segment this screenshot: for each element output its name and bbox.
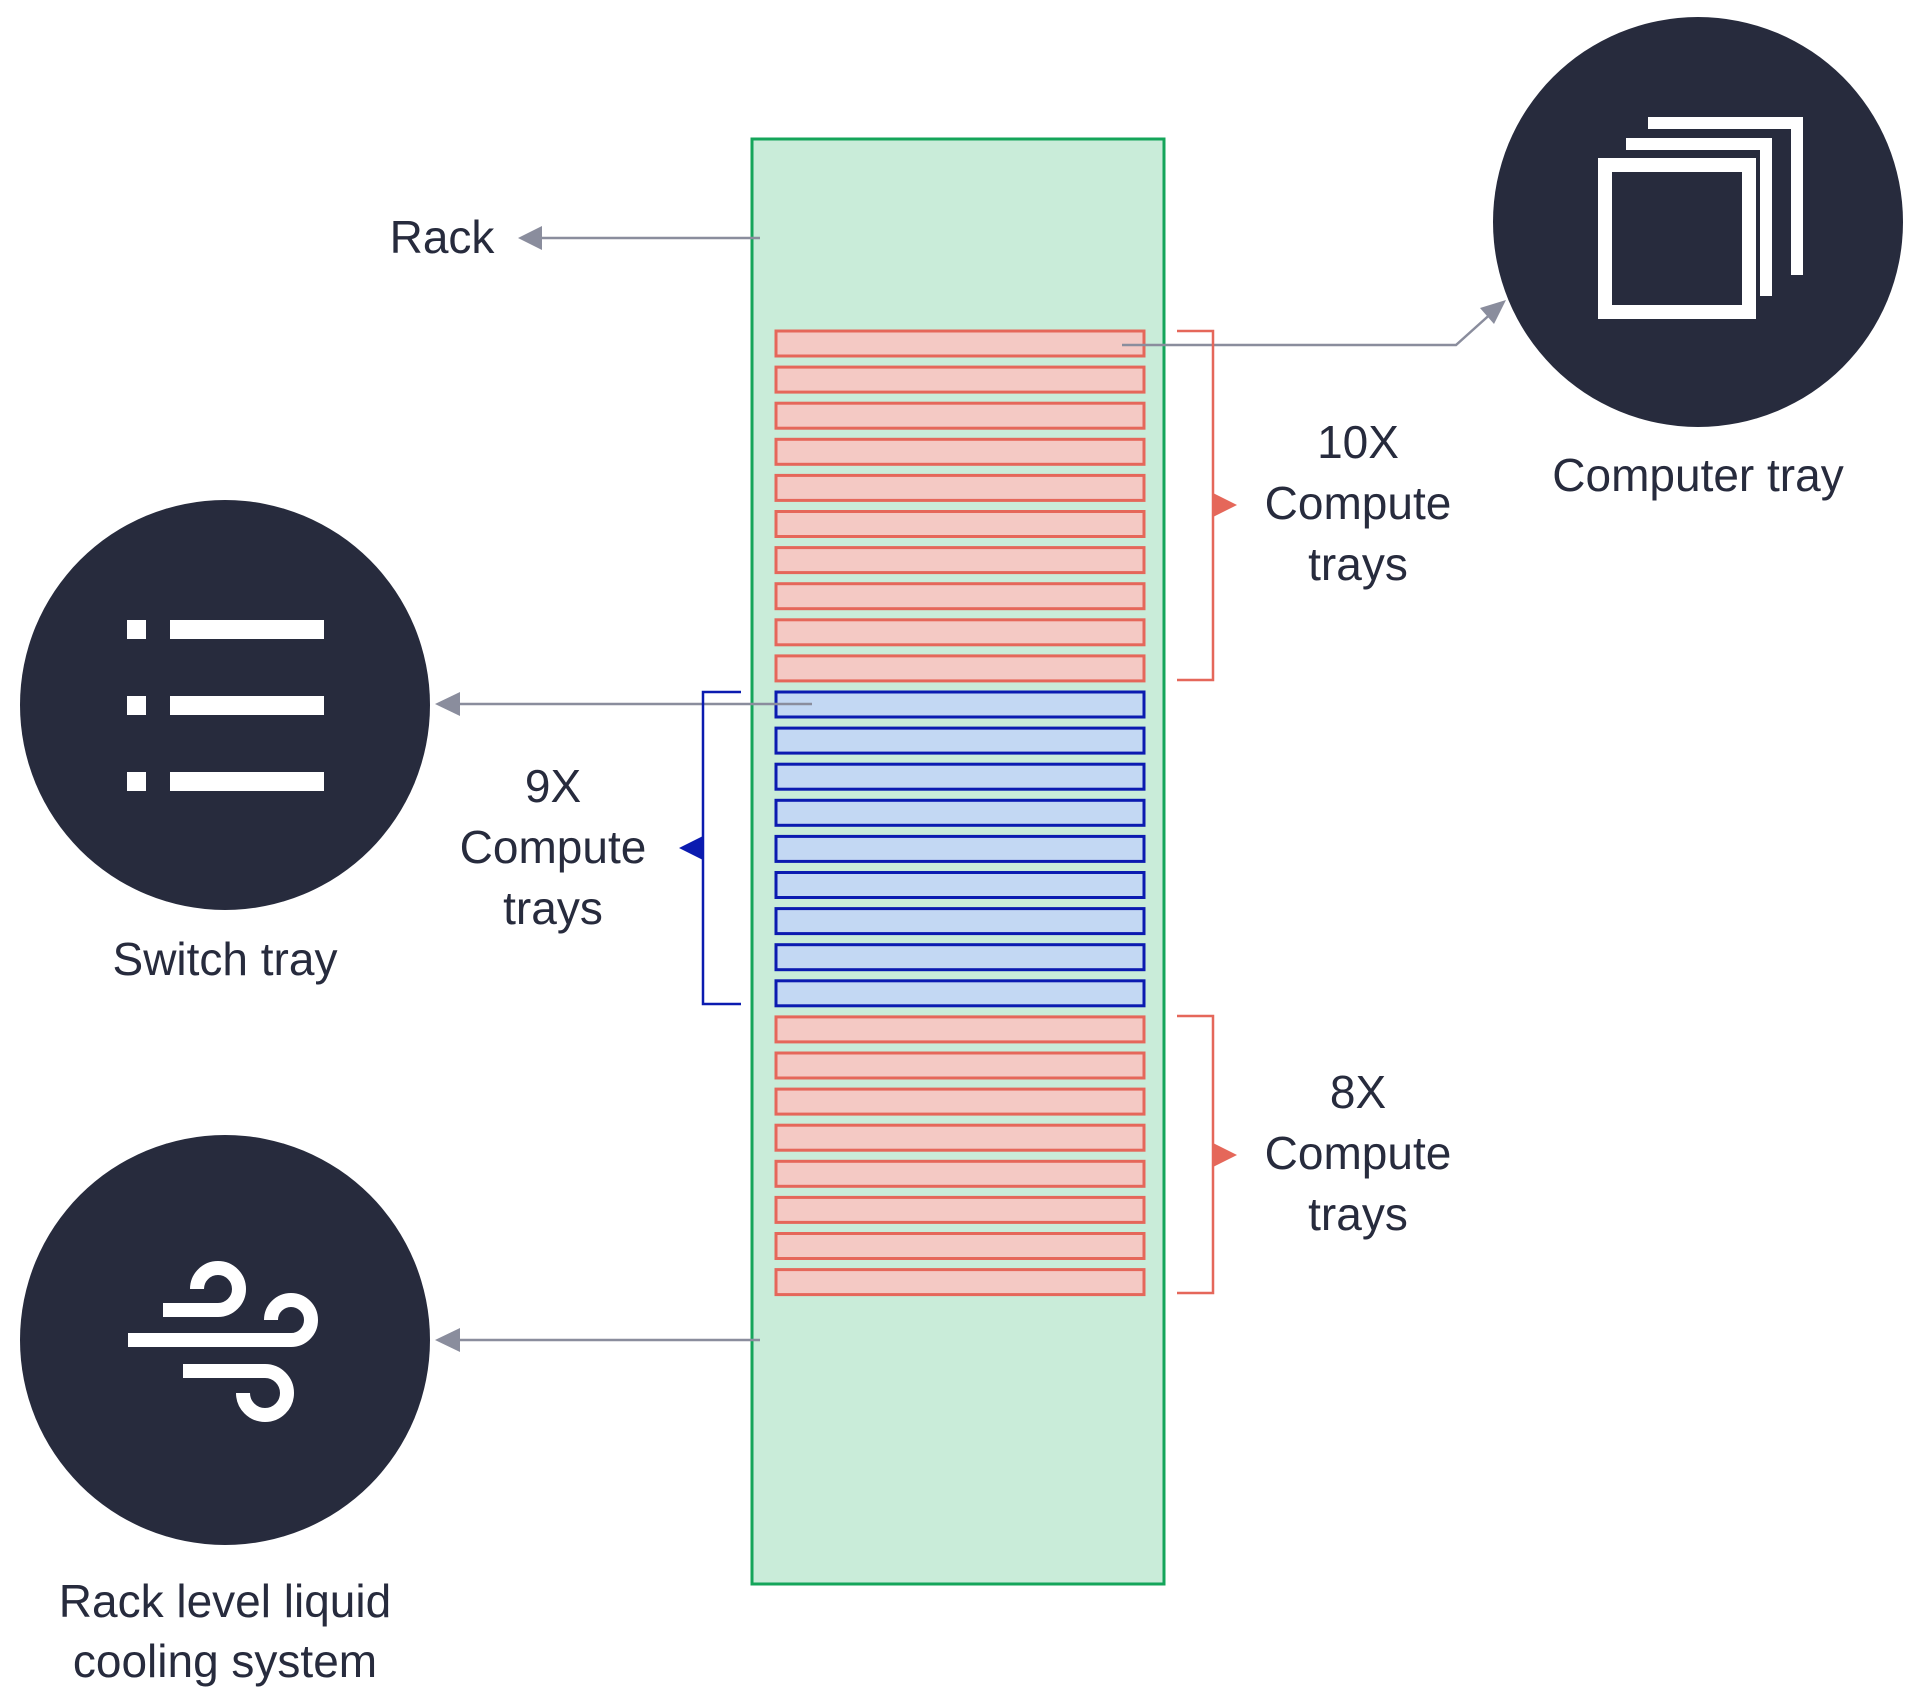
stacked-squares-icon <box>1598 117 1803 319</box>
compute-tray <box>774 546 1146 575</box>
switch-bracket <box>679 690 741 1006</box>
computer-tray-arrowhead <box>1480 300 1506 324</box>
tray-stack <box>774 329 1146 1297</box>
top-compute-count: 10X <box>1317 416 1399 468</box>
compute-tray <box>774 510 1146 538</box>
cooling-node <box>20 1135 430 1545</box>
list-icon <box>127 620 324 791</box>
rack-label: Rack <box>390 211 496 263</box>
bottom-compute-trays: trays <box>1308 1188 1408 1240</box>
switch-tray <box>774 943 1146 972</box>
compute-tray <box>774 473 1146 502</box>
compute-tray <box>774 365 1146 394</box>
switch-group-label: Compute <box>460 821 647 873</box>
switch-tray <box>774 871 1146 899</box>
compute-tray <box>774 582 1146 611</box>
compute-tray <box>774 1159 1146 1188</box>
compute-tray <box>774 1195 1146 1224</box>
computer-tray-label: Computer tray <box>1552 449 1843 501</box>
switch-count: 9X <box>525 760 581 812</box>
switch-tray <box>774 798 1146 827</box>
compute-tray <box>774 1268 1146 1297</box>
switch-tray-arrowhead <box>435 692 460 716</box>
bottom-compute-count: 8X <box>1330 1066 1386 1118</box>
compute-tray <box>774 654 1146 683</box>
switch-tray <box>774 834 1146 863</box>
bottom-compute-bracket <box>1177 1014 1237 1295</box>
compute-tray <box>774 618 1146 647</box>
compute-tray <box>774 1123 1146 1152</box>
switch-tray <box>774 690 1146 719</box>
cooling-label-line1: Rack level liquid <box>59 1575 391 1627</box>
switch-tray-label: Switch tray <box>113 933 338 985</box>
cooling-label-line2: cooling system <box>73 1635 377 1687</box>
top-compute-trays: trays <box>1308 538 1408 590</box>
switch-tray <box>774 907 1146 936</box>
switch-tray <box>774 726 1146 755</box>
compute-tray <box>774 1087 1146 1116</box>
computer-tray-circle <box>1493 17 1903 427</box>
switch-tray-node <box>20 500 430 910</box>
switch-tray <box>774 762 1146 791</box>
computer-tray-arrow <box>1122 309 1496 347</box>
compute-tray <box>774 401 1146 430</box>
compute-tray <box>774 1051 1146 1080</box>
computer-tray-node <box>1493 17 1903 427</box>
compute-tray <box>774 1015 1146 1044</box>
wind-icon <box>128 1261 318 1422</box>
top-compute-label: Compute <box>1265 477 1452 529</box>
cooling-arrowhead <box>435 1328 460 1352</box>
bottom-compute-label: Compute <box>1265 1127 1452 1179</box>
switch-tray <box>774 979 1146 1008</box>
rack-arrowhead <box>518 226 542 250</box>
compute-tray <box>774 1232 1146 1260</box>
switch-group-trays: trays <box>503 882 603 934</box>
top-compute-bracket <box>1177 329 1237 682</box>
compute-tray <box>774 329 1146 358</box>
compute-tray <box>774 437 1146 466</box>
